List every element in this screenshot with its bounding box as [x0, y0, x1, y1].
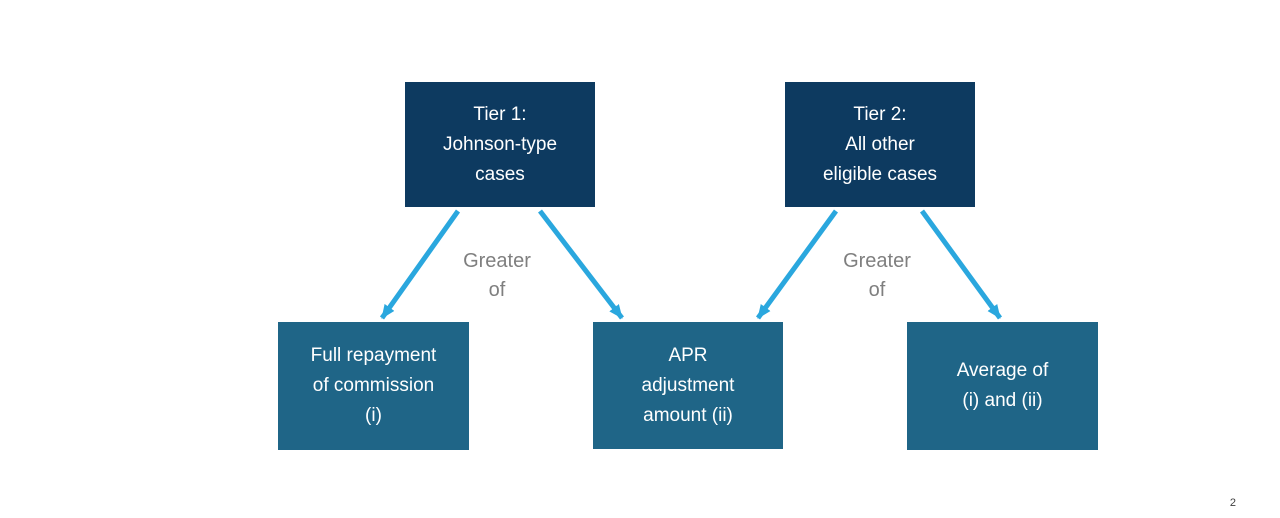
node-text-line: Tier 1:	[473, 103, 527, 125]
edge-label-line: Greater	[843, 250, 911, 272]
node-text-line: eligible cases	[822, 163, 938, 185]
node-text-line: APR	[668, 344, 708, 366]
node-text-line: Average of	[956, 360, 1049, 381]
node-text-line: Johnson-type	[442, 133, 558, 155]
node-text-line: (i)	[365, 405, 382, 426]
node-tier2-all-other-eligible-cases: Tier 2: All other eligible cases	[785, 82, 975, 207]
node-text-line: (i) and (ii)	[962, 390, 1043, 411]
node-text-line: adjustment	[641, 374, 735, 396]
edge-label-line: Greater	[463, 250, 531, 272]
node-average-of-i-and-ii: Average of (i) and (ii)	[907, 322, 1098, 450]
page-number: 2	[1229, 497, 1236, 509]
edge-label-line: of	[868, 279, 886, 301]
node-text-line: of commission	[312, 375, 435, 396]
node-text-line: Full repayment	[310, 345, 437, 366]
node-apr-adjustment-amount: APR adjustment amount (ii)	[593, 322, 783, 449]
node-text-line: amount (ii)	[643, 404, 733, 426]
arrow-tier2-to-average	[919, 209, 1003, 320]
arrow-tier1-to-full-repayment	[379, 209, 461, 320]
node-text-line: All other	[845, 133, 915, 155]
node-tier1-johnson-type-cases: Tier 1: Johnson-type cases	[405, 82, 595, 207]
edge-label-greater-of-tier2: Greater of	[807, 247, 947, 305]
node-text-line: cases	[475, 163, 525, 185]
edge-label-line: of	[488, 279, 506, 301]
arrow-tier2-to-apr-adjustment	[755, 209, 839, 320]
node-full-repayment-of-commission: Full repayment of commission (i)	[278, 322, 469, 450]
node-text-line: Tier 2:	[853, 103, 907, 125]
edge-label-greater-of-tier1: Greater of	[427, 247, 567, 305]
arrow-tier1-to-apr-adjustment	[538, 209, 624, 320]
